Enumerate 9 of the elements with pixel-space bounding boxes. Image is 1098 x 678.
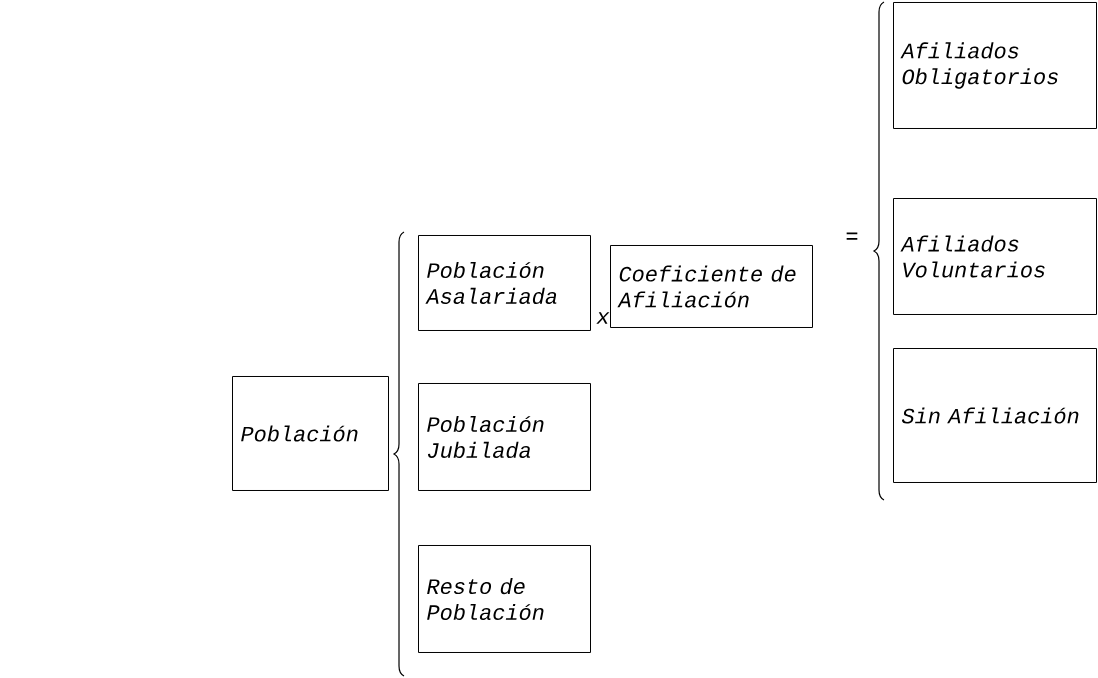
operator-sign: =: [846, 232, 858, 240]
operator-sign: x: [596, 312, 610, 324]
text-box: Afiliados Voluntarios: [893, 198, 1097, 315]
text-box: Población Asalariada: [418, 235, 591, 331]
text-box: Resto de Población: [418, 545, 591, 653]
text-box: Sin Afiliación: [893, 348, 1097, 483]
text-box: Población Jubilada: [418, 383, 591, 491]
text-box: Población: [232, 376, 389, 491]
text-box: Afiliados Obligatorios: [893, 2, 1097, 129]
